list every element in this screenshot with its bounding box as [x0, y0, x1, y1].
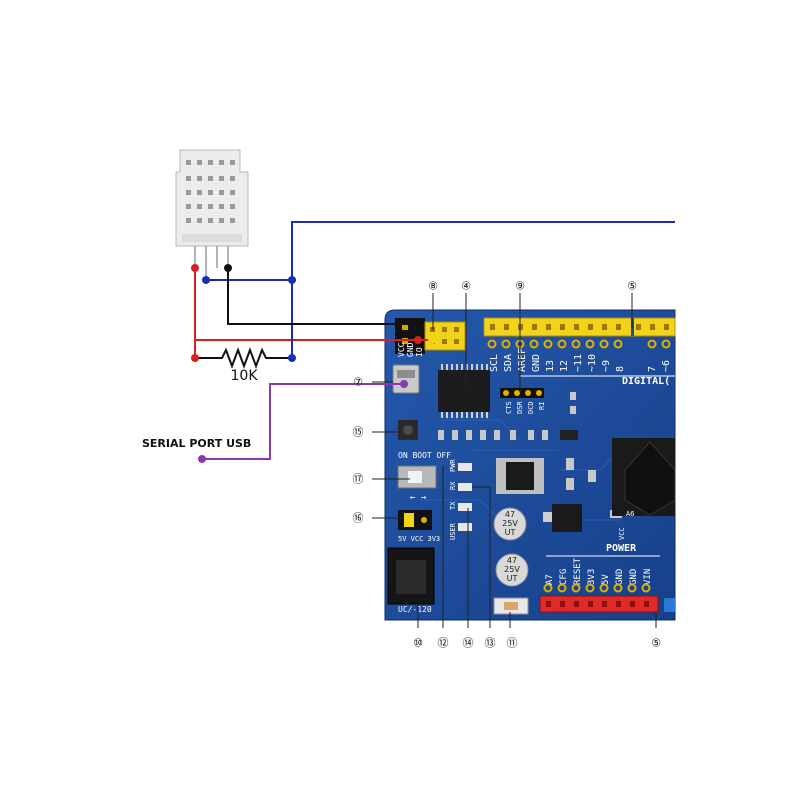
voltage-regulator	[496, 458, 544, 494]
callouts: ⑧ ④ ⑨ ⑤ ⑦ ⑮ ⑰ ⑯ ⑩ ⑫ ⑭ ⑬ ⑪ ⑤	[353, 280, 662, 650]
top-label-10: ~10	[587, 354, 598, 372]
yellow-pin-header-8	[424, 321, 466, 351]
callout-5-bottom: ⑤	[651, 637, 661, 650]
micro-usb-port	[392, 364, 420, 394]
led-labels: PWR RX TX USER	[449, 459, 457, 540]
wire-junctions	[191, 264, 436, 463]
callout-11: ⑪	[507, 637, 518, 650]
svg-text:VIN: VIN	[643, 569, 653, 585]
svg-text:RI: RI	[538, 402, 546, 410]
wiring	[194, 221, 675, 460]
svg-text:TX: TX	[449, 501, 457, 510]
svg-text:A7: A7	[545, 574, 555, 585]
callout-7: ⑦	[353, 376, 363, 389]
top-label-7: 7	[647, 366, 658, 372]
svg-text:25V: 25V	[504, 565, 520, 574]
top-pin-header	[483, 317, 676, 337]
bottom-header-labels: A7 CFG RESET 3V3 5V GND GND VIN	[545, 557, 653, 585]
header-label-gnd: GND	[406, 342, 415, 357]
reset-button-15	[398, 420, 418, 440]
dht-header-labels: VCC GND IO	[397, 342, 424, 357]
svg-text:GND: GND	[629, 569, 639, 585]
svg-text:25V: 25V	[502, 519, 518, 528]
top-label-9: ~9	[601, 360, 612, 372]
bottom-header-pads	[543, 583, 651, 593]
top-label-11: ~11	[573, 354, 584, 372]
top-label-13: 13	[545, 360, 556, 372]
digital-label: DIGITAL(	[622, 376, 670, 387]
svg-text:USER: USER	[449, 522, 457, 540]
regulator-small	[543, 504, 582, 532]
capacitor-top: 47 25V UT	[493, 507, 527, 541]
callout-17: ⑰	[353, 473, 364, 486]
svg-text:RESET: RESET	[573, 557, 583, 585]
resistor-10k	[195, 347, 292, 369]
top-label-sda: SDA	[503, 354, 514, 372]
top-label-8: 8	[615, 366, 626, 372]
power-label: POWER	[606, 543, 637, 554]
callout-leaders	[372, 293, 657, 628]
svg-text:47: 47	[505, 510, 515, 519]
battery-connector-11	[493, 597, 529, 615]
pcb-board: VCC GND IO	[384, 309, 676, 621]
callout-16: ⑯	[353, 512, 364, 525]
svg-text:DCD: DCD	[527, 401, 535, 414]
top-label-gnd: GND	[531, 354, 542, 372]
bottom-pin-header	[539, 595, 675, 613]
svg-text:GND: GND	[615, 569, 625, 585]
svg-text:CFG: CFG	[559, 569, 569, 585]
top-label-6: ~6	[661, 360, 672, 372]
svg-text:47: 47	[507, 556, 517, 565]
callout-4: ④	[461, 280, 471, 293]
svg-text:CTS: CTS	[505, 401, 513, 414]
top-label-12: 12	[559, 360, 570, 372]
voltage-labels: 5V VCC 3V3	[398, 535, 440, 543]
microcontroller-chip	[612, 438, 676, 516]
serial-port-label: SERIAL PORT USB	[142, 437, 251, 450]
top-header-labels: SCL SDA AREF GND 13 12 ~11 ~10 ~9 8 7 ~6	[489, 348, 672, 372]
uart-labels: CTS DSR DCD RI	[505, 401, 546, 414]
svg-text:5V: 5V	[601, 574, 611, 585]
svg-text:← →: ← →	[410, 493, 427, 503]
svg-text:PWR: PWR	[449, 459, 457, 472]
callout-5-top: ⑤	[627, 280, 637, 293]
ic-labels: A6 VCC	[618, 510, 634, 540]
svg-text:A6: A6	[626, 510, 634, 518]
callout-15: ⑮	[353, 426, 364, 439]
callout-13: ⑬	[485, 637, 496, 650]
boot-label: ON BOOT OFF	[398, 451, 451, 460]
voltage-jumper-16	[398, 510, 432, 530]
svg-text:3V3: 3V3	[587, 569, 597, 585]
svg-text:UT: UT	[507, 574, 518, 583]
callout-14: ⑭	[463, 637, 474, 650]
top-header-pads	[487, 339, 671, 349]
boot-switch-17: ← →	[397, 465, 437, 503]
status-leds	[458, 463, 472, 531]
svg-text:RX: RX	[449, 481, 457, 490]
header-label-vcc: VCC	[397, 342, 406, 357]
callout-9: ⑨	[515, 280, 525, 293]
dc-power-jack-10	[387, 547, 435, 605]
resistor-label: 10K	[231, 368, 259, 384]
header-label-io: IO	[415, 347, 424, 357]
callout-10: ⑩	[413, 637, 423, 650]
callout-8: ⑧	[428, 280, 438, 293]
svg-text:DSR: DSR	[516, 401, 524, 414]
capacitor-bottom: 47 25V UT	[495, 553, 529, 587]
top-label-scl: SCL	[489, 354, 500, 372]
svg-text:VCC: VCC	[618, 527, 626, 540]
top-label-aref: AREF	[517, 348, 528, 372]
dht-sensor	[175, 149, 249, 280]
usb-serial-chip	[438, 364, 490, 418]
smd-components	[438, 392, 578, 440]
uart-pads	[500, 388, 544, 398]
svg-text:UT: UT	[505, 528, 516, 537]
callout-12: ⑫	[438, 637, 449, 650]
board-model: UC/-120	[398, 605, 432, 614]
